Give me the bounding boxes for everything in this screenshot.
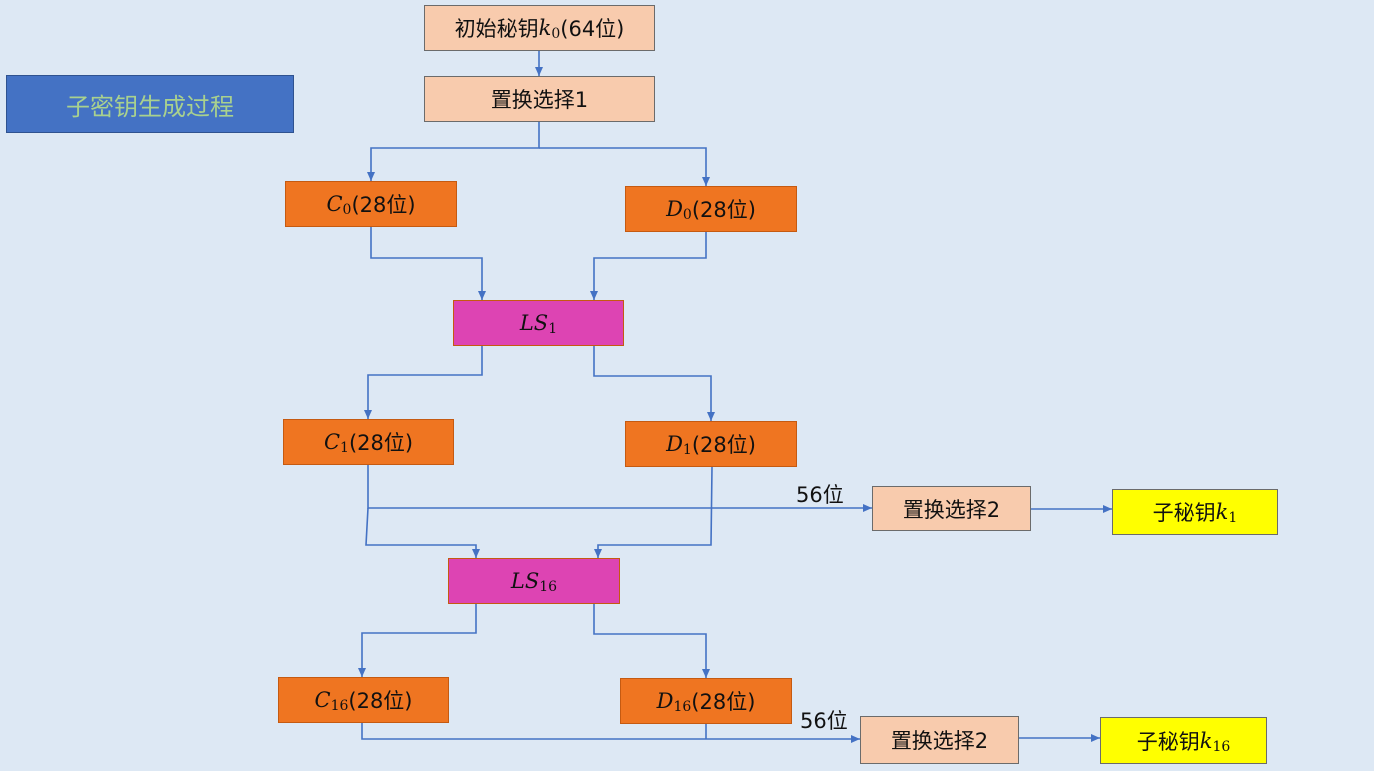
initial-key-text: 初始秘钥 <box>454 17 539 41</box>
initial-key-var: k <box>538 16 552 40</box>
c16-sub: 16 <box>330 698 349 714</box>
d0-var: D <box>666 197 683 221</box>
arrow-pc1-to-c0 <box>367 121 540 181</box>
d1-var: D <box>666 432 683 456</box>
diagram-title-text: 子密钥生成过程 <box>66 92 234 121</box>
d16-sub: 16 <box>673 699 692 715</box>
arrow-d1-to-ls16 <box>594 466 713 558</box>
subkey16-sub: 16 <box>1212 738 1231 755</box>
pc2-b-input-label: 56位 <box>800 709 848 733</box>
pc1-label: 置换选择1 <box>490 88 589 112</box>
arrow-c1-to-ls16 <box>365 507 480 558</box>
c16-suffix: (28位) <box>348 689 413 713</box>
arrow-c16-to-pc2 <box>361 723 860 743</box>
pc2-a-input-label: 56位 <box>796 483 844 507</box>
c16-var: C <box>314 688 331 712</box>
diagram-title: 子密钥生成过程 <box>6 75 294 133</box>
c0-suffix: (28位) <box>351 193 416 217</box>
d0-suffix: (28位) <box>691 198 756 222</box>
d16-var: D <box>656 689 674 713</box>
initial-key-sub: 0 <box>551 26 561 42</box>
pc2-b-box: 置换选择2 <box>860 716 1019 764</box>
pc2-b-label: 置换选择2 <box>890 729 989 753</box>
arrow-pc1-to-d0 <box>539 147 710 186</box>
subkey1-var: k <box>1215 500 1229 524</box>
d1-sub: 1 <box>682 442 692 458</box>
subkey16-var: k <box>1199 728 1213 753</box>
ls16-sub: 16 <box>539 579 558 595</box>
arrow-ls16-to-d16 <box>593 604 710 678</box>
d16-suffix: (28位) <box>691 690 756 714</box>
arrow-c0-to-ls1 <box>370 227 486 300</box>
d0-sub: 0 <box>682 207 692 223</box>
ls1-sub: 1 <box>548 321 558 337</box>
c0-sub: 0 <box>342 202 352 218</box>
subkey1-sub: 1 <box>1228 510 1238 526</box>
d1-suffix: (28位) <box>691 433 756 457</box>
pc1-box: 置换选择1 <box>424 76 655 122</box>
arrow-d0-to-ls1 <box>590 232 707 300</box>
ls1-var: LS <box>519 311 549 335</box>
c0-var: C <box>326 192 343 216</box>
pc2-a-label: 置换选择2 <box>902 497 1001 522</box>
c1-sub: 1 <box>340 440 349 456</box>
arrow-ls1-to-d1 <box>593 346 715 421</box>
ls16-var: LS <box>510 569 540 593</box>
arrow-ls1-to-c1 <box>364 346 483 419</box>
arrow-ls16-to-c16 <box>358 604 477 677</box>
subkey1-text: 子秘钥 <box>1152 501 1216 525</box>
c1-var: C <box>323 430 341 454</box>
subkey16-text: 子秘钥 <box>1136 729 1200 754</box>
c1-suffix: (28位) <box>348 431 414 455</box>
initial-key-suffix: (64位) <box>560 17 625 41</box>
pc2-a-box: 置换选择2 <box>872 486 1031 531</box>
